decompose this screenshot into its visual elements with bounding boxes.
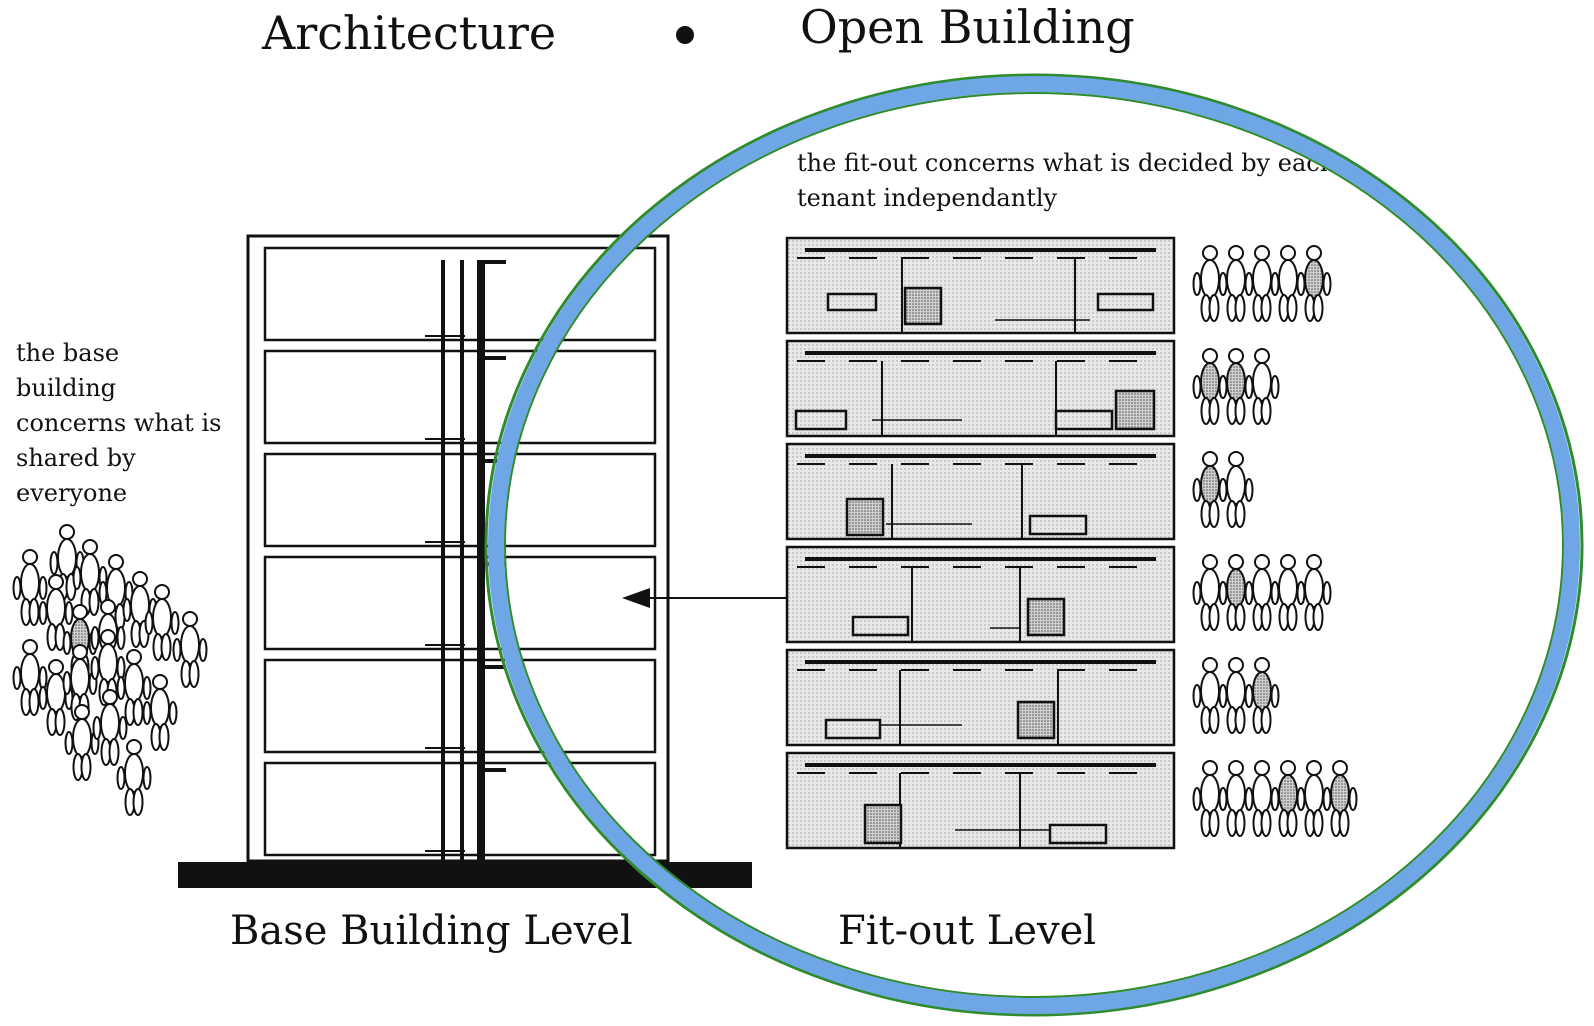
base-floor-1 (263, 246, 657, 342)
tenant-1-1 (1192, 245, 1228, 322)
fitout-floor-2 (785, 339, 1176, 438)
title-separator-dot (676, 26, 694, 44)
crowd-person-10 (172, 611, 208, 688)
title-open-building: Open Building (800, 0, 1135, 54)
fitout-floor-1 (785, 236, 1176, 335)
base-building-level-label: Base Building Level (230, 908, 633, 954)
crowd-of-people (12, 524, 208, 816)
tenant-6-4 (1270, 760, 1306, 837)
crowd-person-15 (116, 649, 152, 726)
base-building-floors (263, 246, 657, 875)
crowd-person-1 (12, 549, 48, 626)
base-building-description: the base building concerns what is share… (16, 339, 222, 507)
base-floor-3 (263, 452, 657, 548)
crowd-person-18 (92, 689, 128, 766)
crowd-person-19 (116, 739, 152, 816)
crowd-person-9 (144, 584, 180, 661)
tenant-6-6 (1322, 760, 1358, 837)
tenant-5-3 (1244, 657, 1280, 734)
fitout-floor-4 (785, 545, 1176, 644)
tenant-groups (1192, 245, 1358, 837)
crowd-person-17 (64, 704, 100, 781)
tenant-2-1 (1192, 348, 1228, 425)
tenant-4-5 (1296, 554, 1332, 631)
tenant-5-1 (1192, 657, 1228, 734)
fitout-floor-6 (785, 751, 1176, 850)
fitout-description: the fit-out concerns what is decided by … (797, 149, 1336, 212)
tenant-3-2 (1218, 451, 1254, 528)
fitout-floor-3 (785, 442, 1176, 541)
fitout-floor-5 (785, 648, 1176, 747)
title-architecture: Architecture (262, 6, 557, 60)
fitout-level-label: Fit-out Level (838, 908, 1097, 954)
crowd-person-11 (12, 639, 48, 716)
tenant-1-5 (1296, 245, 1332, 322)
crowd-person-16 (142, 674, 178, 751)
base-floor-5 (263, 658, 657, 754)
base-floor-6 (263, 761, 657, 857)
base-building-frame (246, 234, 670, 863)
tenant-2-3 (1244, 348, 1280, 425)
fitout-ring (484, 73, 1584, 1017)
base-floor-2 (263, 349, 657, 445)
crowd-person-12 (38, 659, 74, 736)
tenant-1-4 (1270, 245, 1306, 322)
base-floor-4 (263, 555, 657, 651)
tenant-4-3 (1244, 554, 1280, 631)
fitout-floors (785, 236, 1176, 850)
